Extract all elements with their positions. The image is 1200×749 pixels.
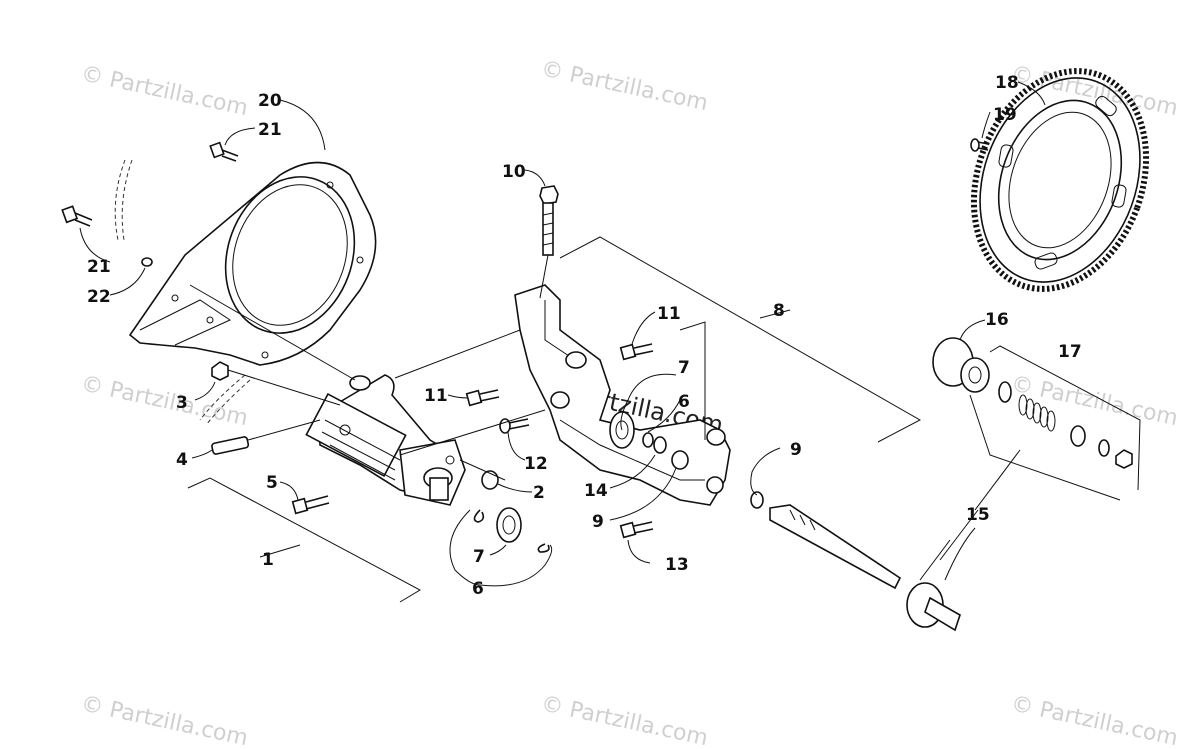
callout-12: 12 [524,454,548,474]
callout-17: 17 [1058,342,1082,362]
watermark: © Partzilla.com [1009,371,1180,431]
callout-4: 4 [176,450,188,470]
washer-9-outer [750,491,764,509]
bolt-21-upper [209,141,239,162]
watermark: © Partzilla.com [79,371,250,431]
clip-6-upper [642,432,654,448]
spring-17 [1018,394,1056,432]
bolt-11-left [465,389,500,407]
callout-3: 3 [176,393,188,413]
callout-11-left: 11 [424,386,448,406]
drive-bracket [514,284,731,506]
callout-21-left: 21 [87,257,111,277]
callout-13: 13 [665,555,689,575]
ring-17 [1098,439,1110,457]
screw-19 [970,138,989,152]
callout-18: 18 [995,73,1019,93]
washer-9-inner [671,450,689,470]
bolt-5 [291,495,330,515]
collar-17 [998,381,1012,403]
callout-11-right: 11 [657,304,681,324]
watermark-layer: © Partzilla.com © Partzilla.com © Partzi… [79,56,1180,749]
callout-10: 10 [502,162,526,182]
callout-1: 1 [262,550,274,570]
callout-6-upper: 6 [678,392,690,412]
callout-19: 19 [993,105,1017,125]
bolt-21-left [61,205,93,227]
callout-16: 16 [985,310,1009,330]
clip-6-lower-a [473,509,485,523]
callout-20: 20 [258,91,282,111]
bolt-11-right [619,343,654,361]
bolt-10 [539,185,559,256]
callout-7-upper: 7 [678,358,690,378]
callout-21-upper: 21 [258,120,282,140]
callout-9-lower: 9 [592,512,604,532]
callout-14: 14 [584,481,608,501]
starter-motor [305,374,466,506]
drive-shaft-15 [769,504,961,632]
nut-3 [211,361,229,381]
wire-harness [205,379,251,426]
bushing-14 [653,436,667,454]
ring-gear-18 [970,68,1150,292]
callout-6-lower: 6 [472,579,484,599]
washer-17 [1070,425,1086,447]
callout-9-right: 9 [790,440,802,460]
watermark: © Partzilla.com [79,61,250,121]
screw-12 [499,418,530,434]
nut-17 [1115,449,1133,469]
callout-7-lower: 7 [473,547,485,567]
watermark: © Partzilla.com [79,691,250,749]
bolt-13 [619,521,654,539]
callout-2: 2 [533,483,545,503]
callout-5: 5 [266,473,278,493]
wire-harness [114,159,126,241]
wire-harness [121,159,133,241]
gear-7-lower [496,507,522,543]
watermark: © Partzilla.com [539,56,710,116]
pinion-16 [932,337,990,393]
callout-labels: 1 2 3 4 5 6 6 7 7 8 9 9 10 11 11 12 13 1… [87,73,1082,599]
clip-6-lower-b [537,543,550,553]
bolt-4 [211,436,250,455]
leader-lines [79,81,1141,603]
watermark: © Partzilla.com [539,691,710,749]
callout-15: 15 [966,505,990,525]
callout-8: 8 [773,301,785,321]
wire-harness [199,374,246,421]
starter-cover-plate [128,161,377,366]
watermark: © Partzilla.com [1009,691,1180,749]
callout-22: 22 [87,287,111,307]
washer-22 [141,257,153,267]
